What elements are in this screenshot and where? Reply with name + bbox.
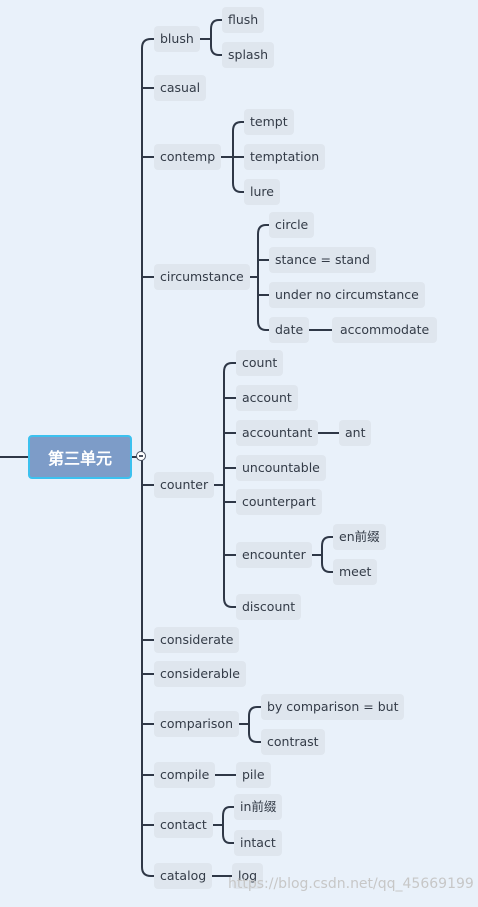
node-contrast[interactable]: contrast [261, 729, 325, 755]
node-in-prefix[interactable]: in前缀 [234, 794, 283, 820]
node-count[interactable]: count [236, 350, 284, 376]
node-meet[interactable]: meet [333, 559, 378, 585]
node-compile[interactable]: compile [154, 762, 216, 788]
collapse-toggle-icon[interactable] [136, 451, 146, 461]
node-stance-stand[interactable]: stance = stand [269, 247, 376, 273]
node-casual[interactable]: casual [154, 75, 207, 101]
node-accommodate[interactable]: accommodate [332, 317, 438, 343]
node-comparison[interactable]: comparison [154, 711, 239, 737]
node-uncountable[interactable]: uncountable [236, 455, 326, 481]
node-considerate[interactable]: considerate [154, 627, 240, 653]
node-intact[interactable]: intact [234, 830, 282, 856]
node-en-prefix[interactable]: en前缀 [333, 524, 386, 550]
node-contemp[interactable]: contemp [154, 144, 222, 170]
node-date[interactable]: date [269, 317, 310, 343]
node-blush[interactable]: blush [154, 26, 200, 52]
node-accountant[interactable]: accountant [236, 420, 319, 446]
node-account[interactable]: account [236, 385, 298, 411]
node-catalog[interactable]: catalog [154, 863, 213, 889]
node-splash[interactable]: splash [222, 42, 275, 68]
node-discount[interactable]: discount [236, 594, 302, 620]
node-considerable[interactable]: considerable [154, 661, 246, 687]
node-tempt[interactable]: tempt [244, 109, 294, 135]
root-node[interactable]: 第三单元 [28, 435, 132, 479]
node-circumstance[interactable]: circumstance [154, 264, 250, 290]
node-lure[interactable]: lure [244, 179, 280, 205]
node-pile[interactable]: pile [236, 762, 271, 788]
node-temptation[interactable]: temptation [244, 144, 326, 170]
node-circle[interactable]: circle [269, 212, 315, 238]
node-counterpart[interactable]: counterpart [236, 489, 322, 515]
node-ant[interactable]: ant [339, 420, 372, 446]
node-log[interactable]: log [232, 863, 264, 889]
node-encounter[interactable]: encounter [236, 542, 312, 568]
node-counter[interactable]: counter [154, 472, 215, 498]
node-under-no-circumstance[interactable]: under no circumstance [269, 282, 425, 308]
node-flush[interactable]: flush [222, 7, 265, 33]
node-contact[interactable]: contact [154, 812, 213, 838]
watermark: https://blog.csdn.net/qq_45669199 [228, 876, 474, 892]
node-by-comparison[interactable]: by comparison = but [261, 694, 405, 720]
